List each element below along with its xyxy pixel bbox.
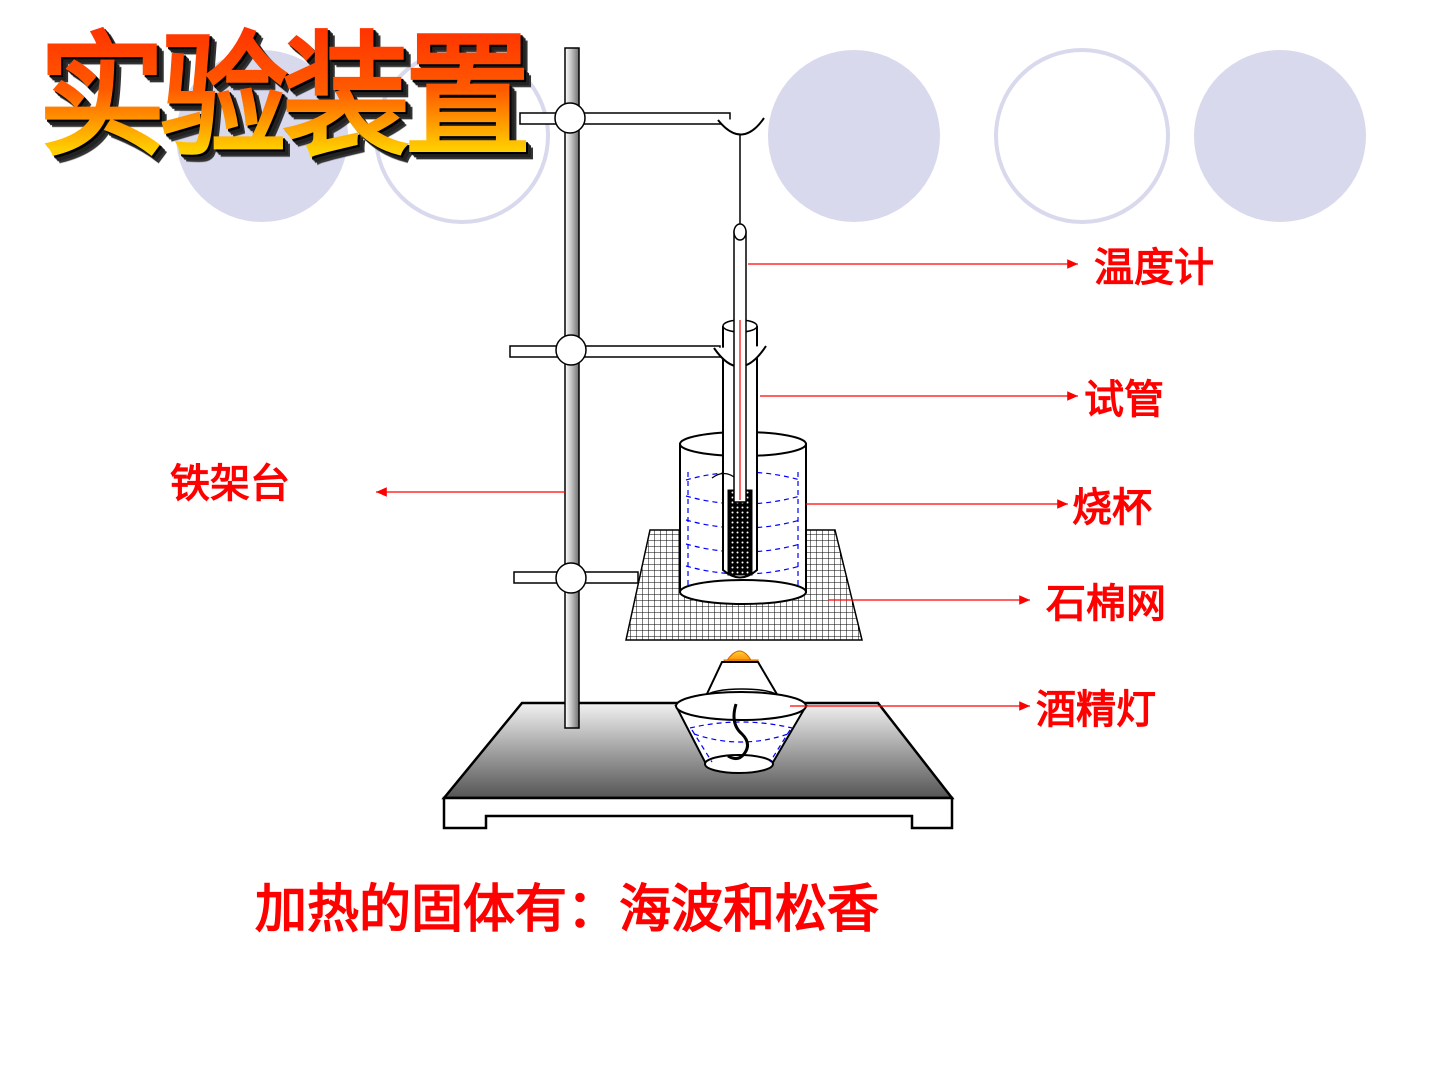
decor-circle — [994, 48, 1170, 224]
label-thermometer: 温度计 — [1094, 244, 1214, 291]
label-iron-stand: 铁架台 — [170, 460, 290, 507]
decor-circle — [768, 50, 940, 222]
decor-circle — [1194, 50, 1366, 222]
thermometer — [733, 223, 747, 503]
bottom-clamp — [513, 562, 639, 594]
label-asbestos-net: 石棉网 — [1046, 580, 1166, 627]
page-title: 实验装置 — [38, 14, 532, 182]
pointer-lines — [376, 259, 1078, 711]
decor-circle — [374, 48, 550, 224]
label-test-tube: 试管 — [1084, 376, 1164, 423]
caption: 加热的固体有：海波和松香 — [255, 879, 880, 940]
iron-stand-rod — [564, 47, 580, 729]
decor-circle — [176, 50, 348, 222]
decorative-circles — [176, 48, 1366, 224]
middle-clamp — [509, 334, 721, 366]
top-clamp — [519, 102, 765, 226]
wick — [727, 703, 749, 761]
label-beaker: 烧杯 — [1072, 484, 1152, 531]
alcohol-lamp — [674, 650, 808, 774]
label-alcohol-lamp: 酒精灯 — [1036, 686, 1156, 733]
